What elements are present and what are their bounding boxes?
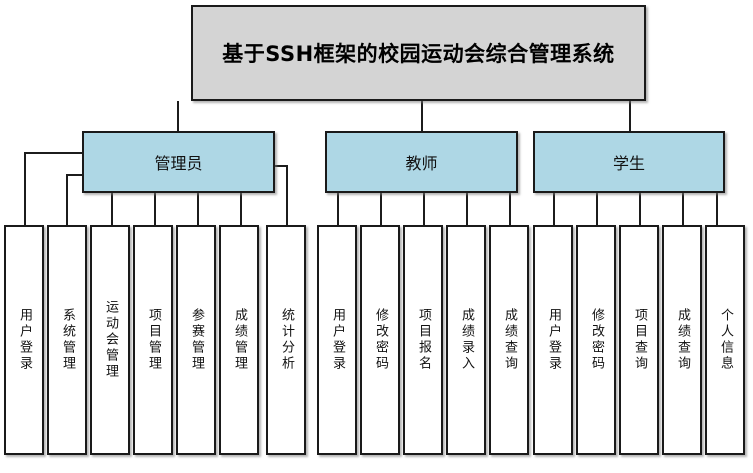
leaf-box-admin-system-management[interactable]: 系统管理 <box>47 225 87 455</box>
role-box-student[interactable]: 学生 <box>533 131 725 193</box>
leaf-label: 项目报名 <box>416 308 431 372</box>
leaf-label: 成绩管理 <box>232 308 247 372</box>
connector-teacher-leaf1 <box>337 193 339 225</box>
leaf-box-admin-event-management[interactable]: 项目管理 <box>133 225 173 455</box>
leaf-label: 成绩查询 <box>502 308 517 372</box>
leaf-label: 成绩查询 <box>675 308 690 372</box>
leaf-box-admin-statistics-analysis[interactable]: 统计分析 <box>266 225 306 455</box>
leaf-label: 运动会管理 <box>103 300 118 380</box>
leaf-label: 用户登录 <box>546 308 561 372</box>
role-box-admin[interactable]: 管理员 <box>82 131 275 193</box>
role-box-teacher[interactable]: 教师 <box>325 131 518 193</box>
leaf-box-student-score-query[interactable]: 成绩查询 <box>662 225 702 455</box>
leaf-box-admin-participation-management[interactable]: 参赛管理 <box>176 225 216 455</box>
connector-teacher-leaf3 <box>423 193 425 225</box>
connector-student-leaf1 <box>553 193 555 225</box>
leaf-label: 个人信息 <box>718 308 733 372</box>
connector-student-leaf2 <box>596 193 598 225</box>
leaf-box-admin-user-login[interactable]: 用户登录 <box>4 225 44 455</box>
leaf-box-student-change-password[interactable]: 修改密码 <box>576 225 616 455</box>
connector-teacher-leaf2 <box>380 193 382 225</box>
connector-admin-leaf7-h <box>275 165 288 167</box>
leaf-box-teacher-score-query[interactable]: 成绩查询 <box>489 225 529 455</box>
connector-student-leaf3 <box>639 193 641 225</box>
connector-admin-leaf4 <box>154 193 156 225</box>
connector-student-leaf4 <box>682 193 684 225</box>
leaf-label: 用户登录 <box>330 308 345 372</box>
connector-teacher-leaf5 <box>509 193 511 225</box>
leaf-label: 修改密码 <box>589 308 604 372</box>
leaf-label: 参赛管理 <box>189 308 204 372</box>
leaf-label: 统计分析 <box>279 308 294 372</box>
leaf-box-teacher-score-entry[interactable]: 成绩录入 <box>446 225 486 455</box>
system-title-box: 基于SSH框架的校园运动会综合管理系统 <box>191 5 646 101</box>
leaf-box-admin-sports-meet-management[interactable]: 运动会管理 <box>90 225 130 455</box>
connector-title-to-student <box>629 101 631 131</box>
connector-title-to-admin <box>177 101 179 131</box>
connector-title-to-teacher <box>421 101 423 131</box>
leaf-box-student-personal-info[interactable]: 个人信息 <box>705 225 745 455</box>
role-label-teacher: 教师 <box>405 154 438 173</box>
connector-student-leaf5 <box>716 193 718 225</box>
connector-admin-leaf1-v <box>24 152 26 225</box>
system-title-label: 基于SSH框架的校园运动会综合管理系统 <box>222 42 615 66</box>
connector-admin-leaf3 <box>111 193 113 225</box>
leaf-label: 项目管理 <box>146 308 161 372</box>
leaf-label: 项目查询 <box>632 308 647 372</box>
leaf-box-teacher-event-registration[interactable]: 项目报名 <box>403 225 443 455</box>
leaf-label: 用户登录 <box>17 308 32 372</box>
leaf-box-student-user-login[interactable]: 用户登录 <box>533 225 573 455</box>
connector-admin-leaf6 <box>240 193 242 225</box>
leaf-box-teacher-user-login[interactable]: 用户登录 <box>317 225 357 455</box>
role-label-admin: 管理员 <box>154 154 203 173</box>
connector-admin-leaf2-v <box>66 174 68 225</box>
leaf-box-teacher-change-password[interactable]: 修改密码 <box>360 225 400 455</box>
leaf-label: 成绩录入 <box>459 308 474 372</box>
leaf-label: 系统管理 <box>60 308 75 372</box>
connector-admin-leaf2-h <box>66 174 82 176</box>
leaf-box-student-event-query[interactable]: 项目查询 <box>619 225 659 455</box>
leaf-label: 修改密码 <box>373 308 388 372</box>
role-label-student: 学生 <box>612 154 645 173</box>
connector-admin-leaf1-h <box>24 152 82 154</box>
leaf-box-admin-score-management[interactable]: 成绩管理 <box>219 225 259 455</box>
connector-admin-leaf5 <box>197 193 199 225</box>
connector-teacher-leaf4 <box>466 193 468 225</box>
connector-admin-leaf7-v <box>286 165 288 225</box>
